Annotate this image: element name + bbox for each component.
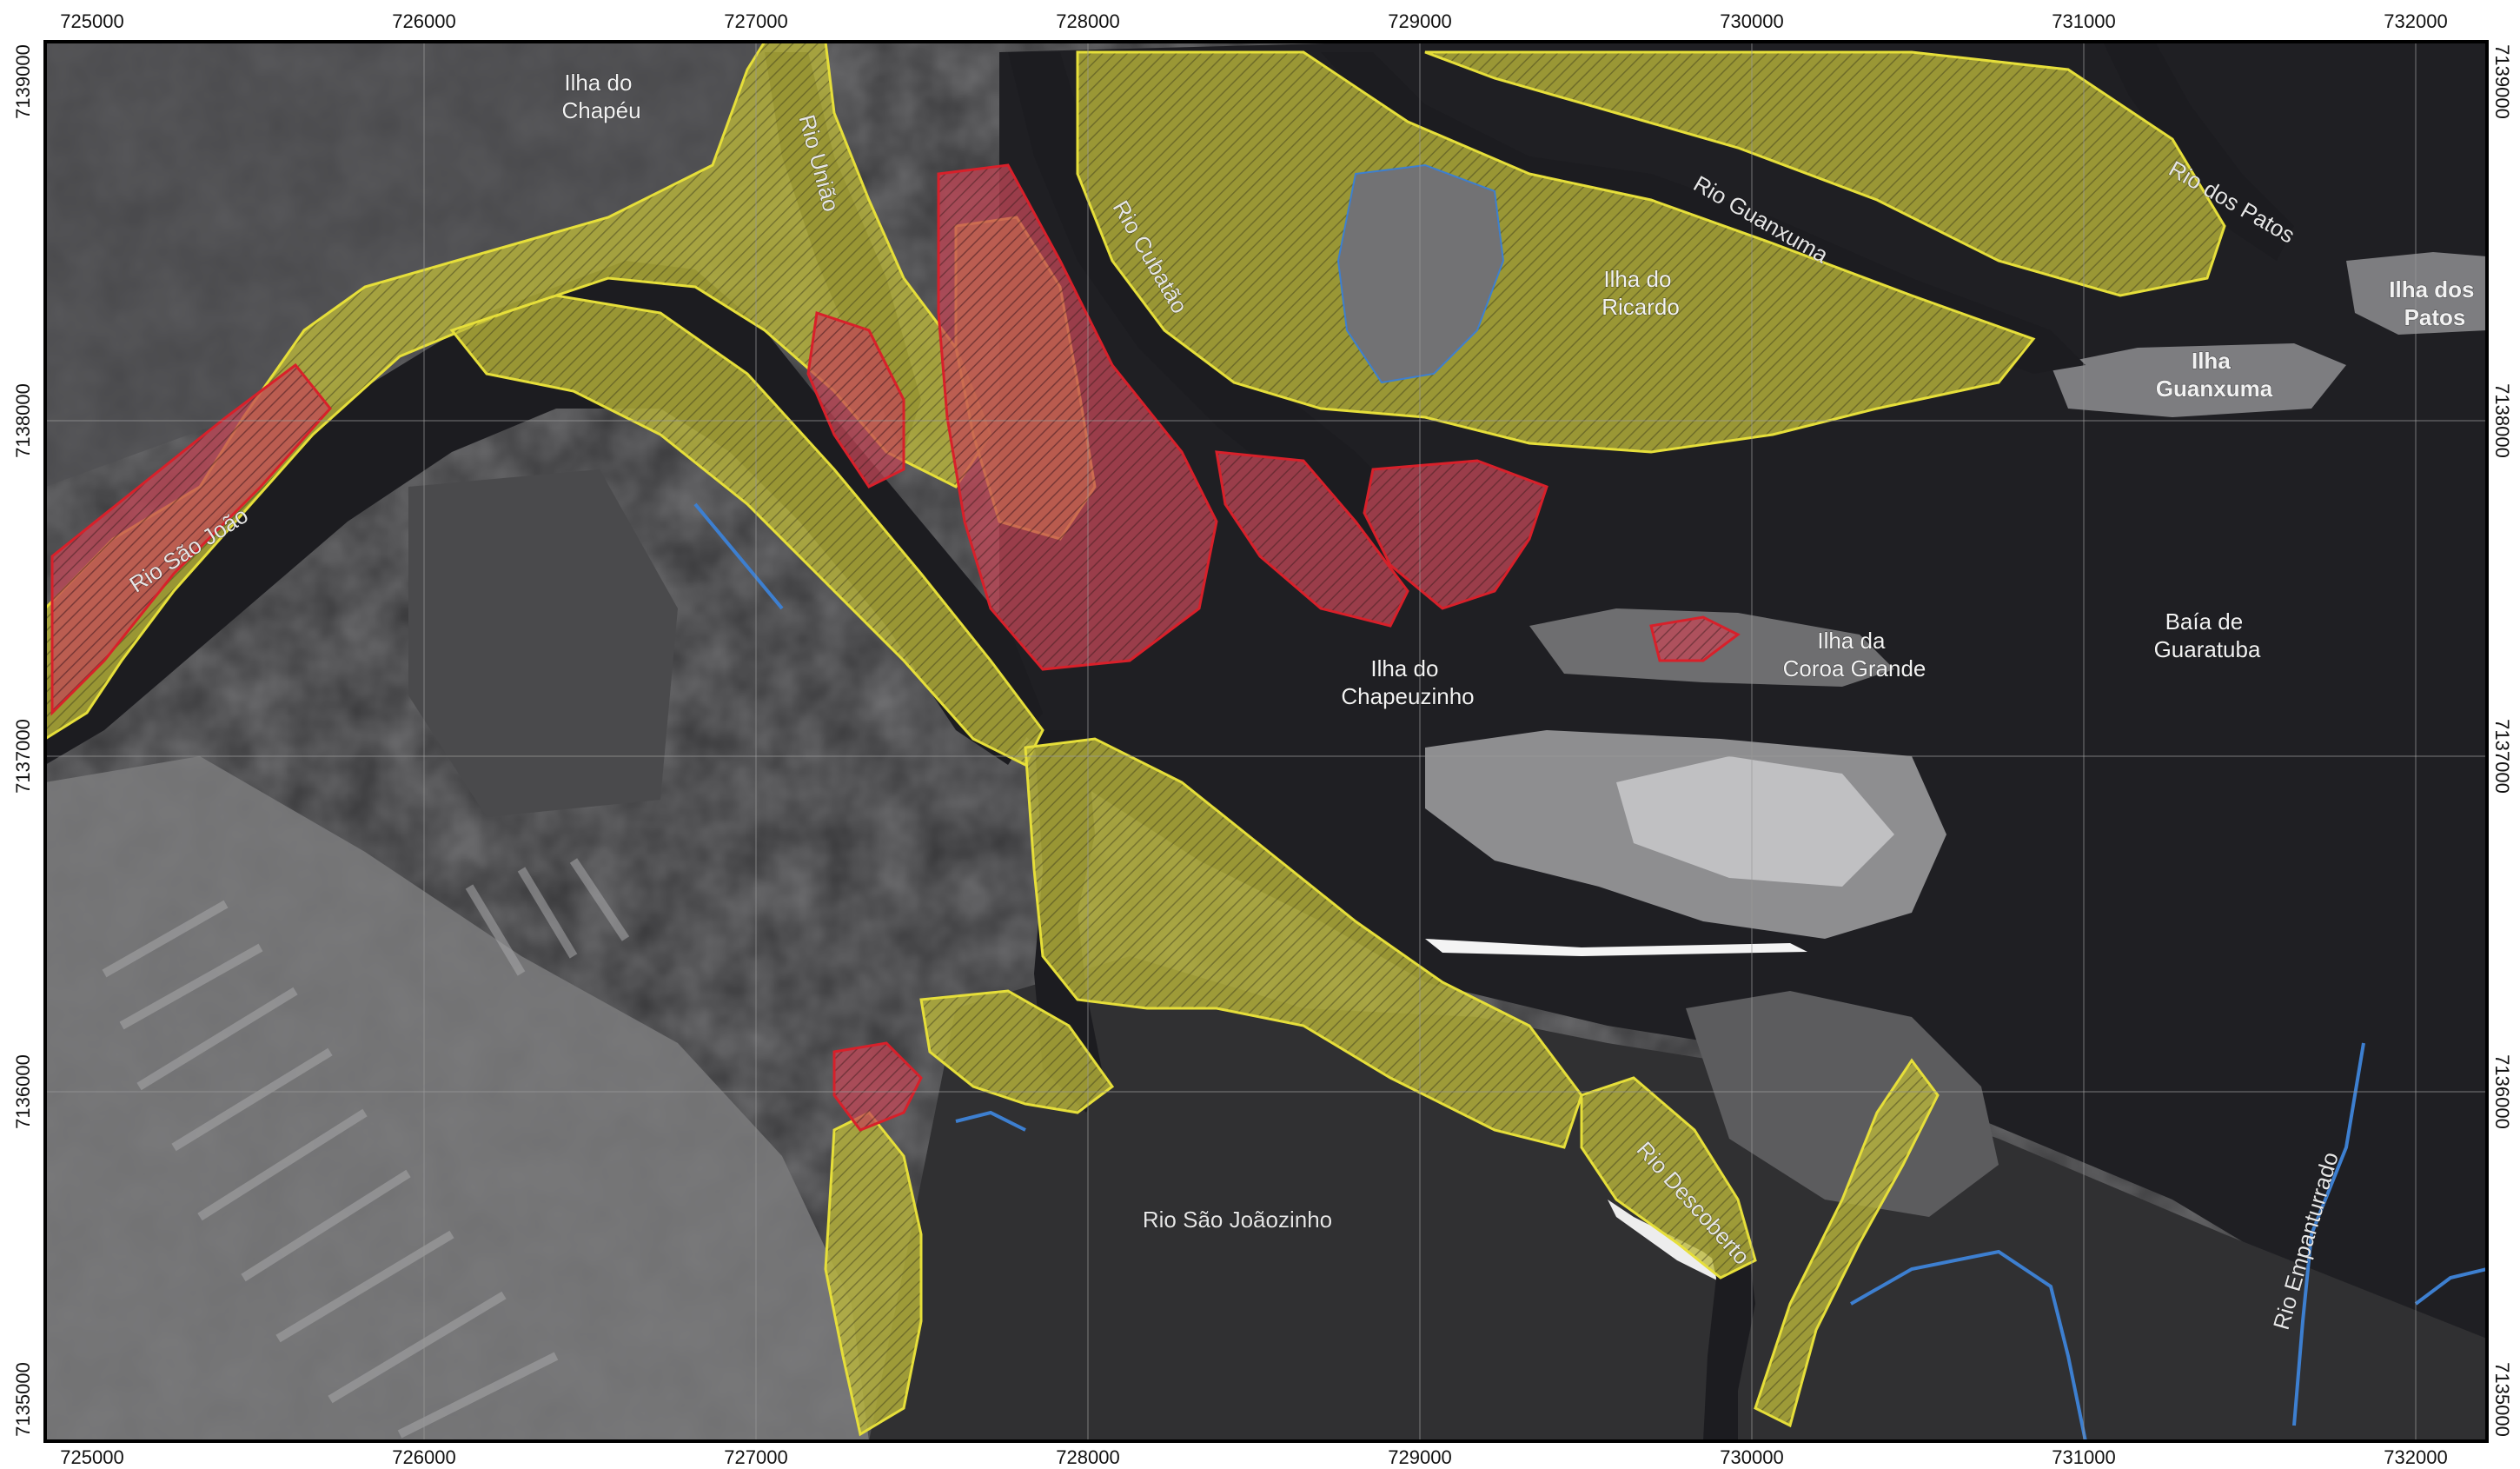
y-axis-right: 7139000 7138000 7137000 7136000 7135000: [2491, 44, 2513, 1437]
tick-top-0: 725000: [60, 10, 123, 32]
label-ilha-guanxuma-line1: Ilha: [2192, 348, 2231, 374]
tick-left-2: 7137000: [12, 719, 34, 794]
channel-patos: [2103, 42, 2294, 261]
channel-cubatao: [1008, 52, 1425, 556]
wetland-joaozinho: [919, 989, 1115, 1114]
marsh-chapeuzinho: [1215, 450, 1409, 628]
map-area: [45, 42, 2487, 1441]
marsh-uniao: [806, 311, 905, 489]
tick-bottom-5: 730000: [1720, 1446, 1783, 1468]
label-baia-de-guaratuba: Baía de Guaratuba: [2154, 608, 2261, 662]
label-baia-de-guaratuba-line1: Baía de: [2165, 608, 2244, 635]
guanxuma-flat: [2051, 343, 2346, 417]
tick-left-1: 7138000: [12, 383, 34, 458]
tick-top-4: 729000: [1388, 10, 1451, 32]
tick-top-6: 731000: [2052, 10, 2115, 32]
clearing-rect: [408, 469, 678, 817]
tick-top-1: 726000: [392, 10, 455, 32]
marsh-sao-joao: [50, 362, 332, 716]
tick-right-4: 7135000: [2491, 1362, 2513, 1437]
label-ilha-dos-patos: Ilha dos Patos: [2389, 276, 2480, 330]
label-ilha-do-ricardo-line2: Ricardo: [1602, 294, 1680, 320]
x-axis-bottom: 725000 726000 727000 728000 729000 73000…: [60, 1446, 2447, 1468]
coordinate-grid: [45, 42, 2487, 1441]
wetland-south-creek: [824, 1111, 923, 1437]
channel-sao-joao: [45, 261, 1043, 765]
label-ilha-do-ricardo: Ilha do Ricardo: [1602, 266, 1680, 320]
tick-top-5: 730000: [1720, 10, 1783, 32]
map-frame: [43, 40, 2489, 1443]
tick-right-3: 7136000: [2491, 1054, 2513, 1129]
wetland-ricardo: [1076, 50, 2036, 454]
sand-spit: [1425, 939, 1807, 956]
tick-bottom-7: 732000: [2384, 1446, 2447, 1468]
label-ilha-guanxuma: Ilha Guanxuma: [2156, 348, 2273, 402]
wetland-chapeuzinho-south: [1024, 737, 1583, 1149]
label-ilha-guanxuma-line2: Guanxuma: [2156, 376, 2273, 402]
tick-right-0: 7139000: [2491, 44, 2513, 119]
label-baia-de-guaratuba-line2: Guaratuba: [2154, 636, 2261, 662]
tick-right-1: 7138000: [2491, 383, 2513, 458]
label-ilha-do-ricardo-line1: Ilha do: [1603, 266, 1671, 292]
central-island: [1336, 163, 1505, 384]
marsh-cubatao: [937, 163, 1218, 671]
tick-top-3: 728000: [1056, 10, 1119, 32]
label-ilha-do-chapeu: Ilha do Chapéu: [561, 70, 640, 123]
x-axis-top: 725000 726000 727000 728000 729000 73000…: [60, 10, 2447, 32]
label-ilha-do-chapeu-line2: Chapéu: [561, 97, 640, 123]
tick-bottom-1: 726000: [392, 1446, 455, 1468]
tick-left-0: 7139000: [12, 44, 34, 119]
tick-bottom-6: 731000: [2052, 1446, 2115, 1468]
tick-bottom-3: 728000: [1056, 1446, 1119, 1468]
tick-bottom-4: 729000: [1388, 1446, 1451, 1468]
label-rio-sao-joaozinho: Rio São Joãozinho: [1143, 1206, 1332, 1233]
y-axis-left: 7139000 7138000 7137000 7136000 7135000: [12, 44, 34, 1437]
wetland-descoberto-west: [1580, 1076, 1757, 1280]
wetland-descoberto-east: [1754, 1058, 1940, 1428]
tidal-flat-bright: [1616, 756, 1894, 887]
marsh-coroa-grande: [1649, 615, 1741, 662]
label-ilha-da-coroa-grande-line2: Coroa Grande: [1783, 655, 1926, 681]
tick-bottom-0: 725000: [60, 1446, 123, 1468]
tick-right-2: 7137000: [2491, 719, 2513, 794]
land-south-light: [1686, 991, 1999, 1217]
tick-left-4: 7135000: [12, 1362, 34, 1437]
label-ilha-da-coroa-grande: Ilha da Coroa Grande: [1783, 628, 1926, 681]
marsh-south: [832, 1041, 923, 1132]
label-ilha-do-chapeu-line1: Ilha do: [564, 70, 632, 96]
label-ilha-dos-patos-line1: Ilha dos: [2389, 276, 2474, 302]
label-ilha-da-coroa-grande-line1: Ilha da: [1817, 628, 1886, 654]
tick-bottom-2: 727000: [724, 1446, 787, 1468]
place-labels: Ilha do Chapéu Ilha do Ricardo Ilha dos …: [561, 69, 2480, 709]
tick-top-2: 727000: [724, 10, 787, 32]
forest-northwest: [45, 42, 782, 487]
label-ilha-do-chapeuzinho-line1: Ilha do: [1370, 655, 1438, 681]
streams: [693, 502, 2487, 1441]
field-strips: [102, 858, 630, 1439]
label-ilha-do-chapeuzinho-line2: Chapeuzinho: [1341, 683, 1474, 709]
label-ilha-do-chapeuzinho: Ilha do Chapeuzinho: [1341, 655, 1474, 709]
wetland-guanxuma: [1424, 50, 2226, 297]
marsh-chapeuzinho-east: [1363, 459, 1548, 610]
patos-flat: [2346, 252, 2487, 335]
tick-top-7: 732000: [2384, 10, 2447, 32]
tick-left-3: 7136000: [12, 1054, 34, 1129]
label-ilha-dos-patos-line2: Patos: [2404, 304, 2466, 330]
